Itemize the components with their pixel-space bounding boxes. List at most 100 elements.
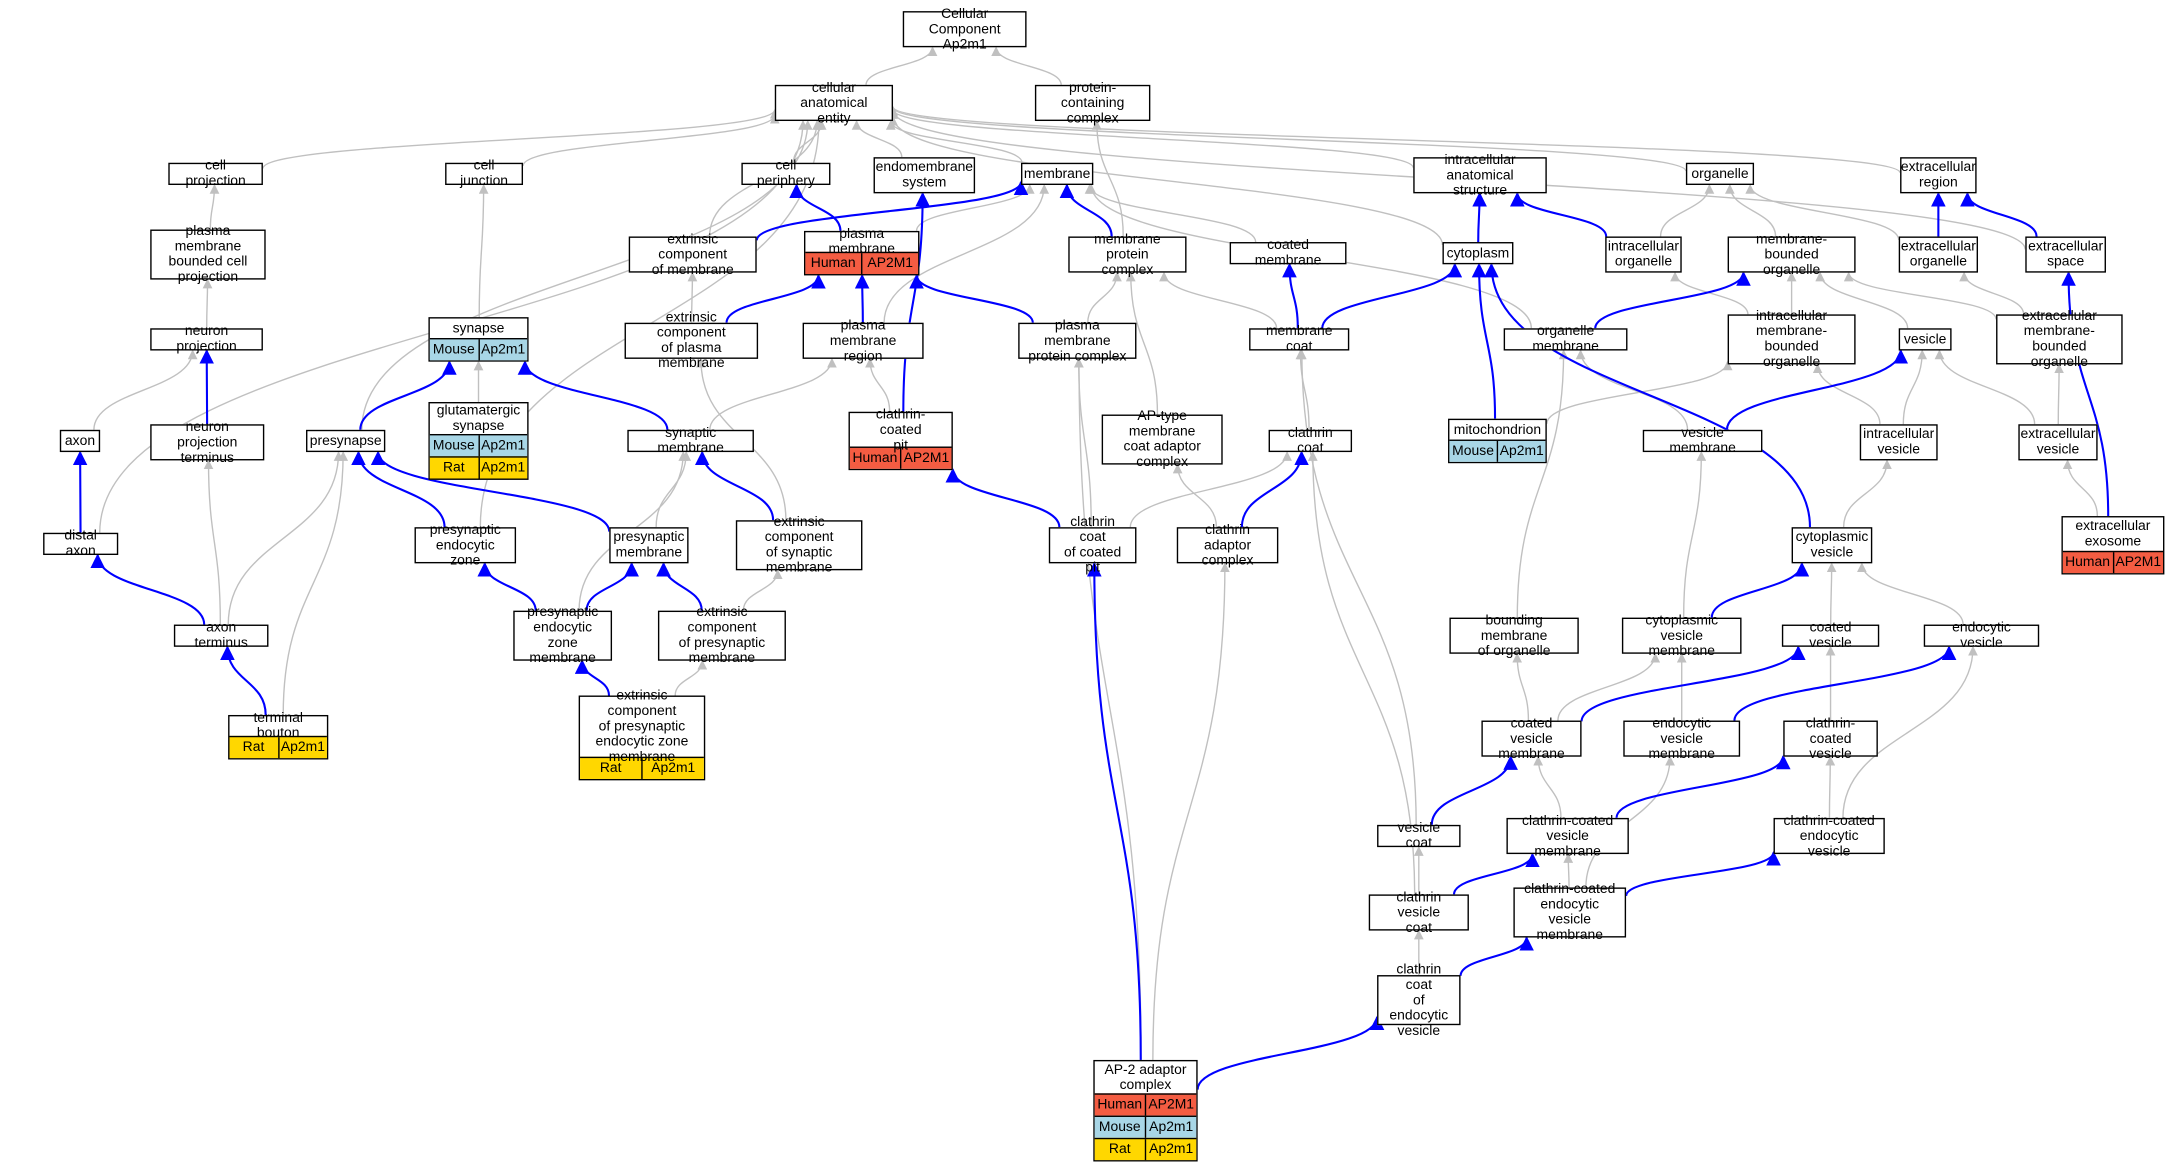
term-organelle[interactable]: organelle	[1686, 163, 1754, 185]
term-neuronproj[interactable]: neuron projection	[150, 328, 263, 350]
term-presynapse[interactable]: presynapse	[306, 430, 385, 452]
term-label: presynapse	[307, 431, 384, 450]
term-icves[interactable]: intracellular vesicle	[1860, 424, 1938, 460]
term-boundmem[interactable]: bounding membrane of organelle	[1449, 618, 1578, 654]
term-label: intracellular organelle	[1607, 238, 1681, 271]
term-ccoatpit[interactable]: clathrin coat of coated pit	[1049, 527, 1137, 563]
term-cytoves[interactable]: cytoplasmic vesicle	[1792, 527, 1873, 563]
term-coatedvesmem[interactable]: coated vesicle membrane	[1481, 721, 1581, 757]
term-root[interactable]: Cellular Component Ap2m1	[903, 11, 1027, 47]
term-icorg[interactable]: intracellular organelle	[1605, 236, 1682, 272]
term-endovesmem[interactable]: endocytic vesicle membrane	[1623, 721, 1740, 757]
term-pmbcp[interactable]: plasma membrane bounded cell projection	[150, 230, 265, 280]
term-vesicle[interactable]: vesicle	[1899, 328, 1952, 350]
edge-extcompsynmem-to-synmem	[702, 452, 773, 520]
term-presynmem[interactable]: presynaptic membrane	[609, 527, 688, 563]
term-ccendoves[interactable]: clathrin-coated endocytic vesicle	[1774, 818, 1885, 854]
term-label: cell junction	[447, 164, 522, 183]
term-label: mitochondrion	[1449, 420, 1545, 439]
species-name: Human	[805, 253, 861, 274]
term-axon[interactable]: axon	[60, 430, 100, 452]
term-memcoat[interactable]: membrane coat	[1249, 328, 1349, 350]
term-label: clathrin-coated pit	[850, 413, 952, 446]
term-extcomppresynmem[interactable]: extrinsic component of presynaptic membr…	[658, 611, 786, 661]
edge-ap2-to-ccoatpit	[1094, 563, 1140, 1060]
term-label: bounding membrane of organelle	[1451, 619, 1578, 652]
term-presynendomem[interactable]: presynaptic endocytic zone membrane	[513, 611, 612, 661]
term-npterm[interactable]: neuron projection terminus	[150, 424, 264, 460]
term-label: synaptic membrane	[629, 431, 753, 450]
term-label: AP-type membrane coat adaptor complex	[1103, 416, 1221, 463]
gene-symbol: Ap2m1	[1497, 441, 1546, 462]
term-icmborg[interactable]: intracellular membrane-bounded organelle	[1728, 314, 1856, 364]
term-clathadapt[interactable]: clathrin adaptor complex	[1177, 527, 1279, 563]
term-cytovesmem[interactable]: cytoplasmic vesicle membrane	[1622, 618, 1742, 654]
term-label: neuron projection	[152, 330, 262, 349]
term-vescoat[interactable]: vesicle coat	[1377, 825, 1460, 847]
term-endomem[interactable]: endomembrane system	[874, 157, 976, 193]
term-coatedves[interactable]: coated vesicle	[1782, 625, 1879, 647]
edge-cytoves-to-icves	[1844, 460, 1887, 527]
edge-ap2-to-clathadapt	[1153, 563, 1225, 1060]
term-ccendovesmem[interactable]: clathrin-coated endocytic vesicle membra…	[1513, 887, 1626, 937]
term-axonterm[interactable]: axon terminus	[174, 625, 269, 647]
term-vesmem[interactable]: vesicle membrane	[1643, 430, 1763, 452]
term-pmprotcomp[interactable]: plasma membrane protein complex	[1018, 323, 1136, 359]
term-coatedmem[interactable]: coated membrane	[1230, 242, 1347, 264]
edge-mito-to-cytoplasm	[1479, 264, 1495, 418]
term-label: synapse	[430, 319, 527, 338]
term-extreg[interactable]: extracellular region	[1900, 157, 1977, 193]
term-orgmem[interactable]: organelle membrane	[1504, 328, 1628, 350]
term-aptype[interactable]: AP-type membrane coat adaptor complex	[1102, 415, 1223, 465]
term-synmem[interactable]: synaptic membrane	[627, 430, 754, 452]
term-ccves[interactable]: clathrin-coated vesicle	[1783, 721, 1878, 757]
term-extorg[interactable]: extracellular organelle	[1899, 236, 1978, 272]
term-extcompsynmem[interactable]: extrinsic component of synaptic membrane	[736, 520, 863, 570]
species-name: Mouse	[430, 339, 478, 360]
term-cytoplasm[interactable]: cytoplasm	[1442, 242, 1513, 264]
term-mborg[interactable]: membrane-bounded organelle	[1728, 236, 1856, 272]
term-cellper[interactable]: cell periphery	[741, 163, 830, 185]
edge-icorg-to-iastruct	[1517, 193, 1606, 236]
term-extcomppm[interactable]: extrinsic component of plasma membrane	[625, 323, 759, 359]
term-distaxon[interactable]: distal axon	[43, 533, 118, 555]
term-celljunc[interactable]: cell junction	[445, 163, 523, 185]
term-pmregion[interactable]: plasma membrane region	[803, 323, 924, 359]
term-extmborg[interactable]: extracellular membrane-bounded organelle	[1996, 314, 2123, 364]
term-cellproj[interactable]: cell projection	[168, 163, 263, 185]
term-memprotcomp[interactable]: membrane protein complex	[1068, 236, 1186, 272]
edge-clathadapt-to-clathcoat	[1242, 452, 1302, 527]
term-extcomppresynendo[interactable]: extrinsic component of presynaptic endoc…	[579, 696, 706, 781]
term-ccoatendoves[interactable]: clathrin coat of endocytic vesicle	[1377, 975, 1460, 1025]
term-label: coated membrane	[1231, 243, 1345, 262]
edge-presynmem-to-synmem	[656, 452, 686, 527]
term-extves[interactable]: extracellular vesicle	[2018, 424, 2097, 460]
term-extspace[interactable]: extracellular space	[2025, 236, 2106, 272]
term-ccvesmem[interactable]: clathrin-coated vesicle membrane	[1506, 818, 1628, 854]
term-presynendo[interactable]: presynaptic endocytic zone	[415, 527, 517, 563]
term-pcc[interactable]: protein-containing complex	[1035, 85, 1150, 121]
term-label: glutamatergic synapse	[430, 403, 527, 434]
edge-axonterm-to-presynapse	[228, 452, 338, 624]
term-label: coated vesicle membrane	[1483, 722, 1580, 755]
term-cae[interactable]: cellular anatomical entity	[775, 85, 893, 121]
edge-presynendomem-to-presynendo	[485, 563, 536, 610]
term-clathcoat[interactable]: clathrin coat	[1269, 430, 1352, 452]
term-clathvescoat[interactable]: clathrin vesicle coat	[1369, 894, 1469, 930]
term-label: clathrin coat of endocytic vesicle	[1378, 976, 1459, 1023]
term-membrane[interactable]: membrane	[1021, 163, 1093, 185]
term-iastruct[interactable]: intracellular anatomical structure	[1413, 157, 1547, 193]
term-extcompmem[interactable]: extrinsic component of membrane	[629, 236, 757, 272]
term-endoves[interactable]: endocytic vesicle	[1924, 625, 2039, 647]
